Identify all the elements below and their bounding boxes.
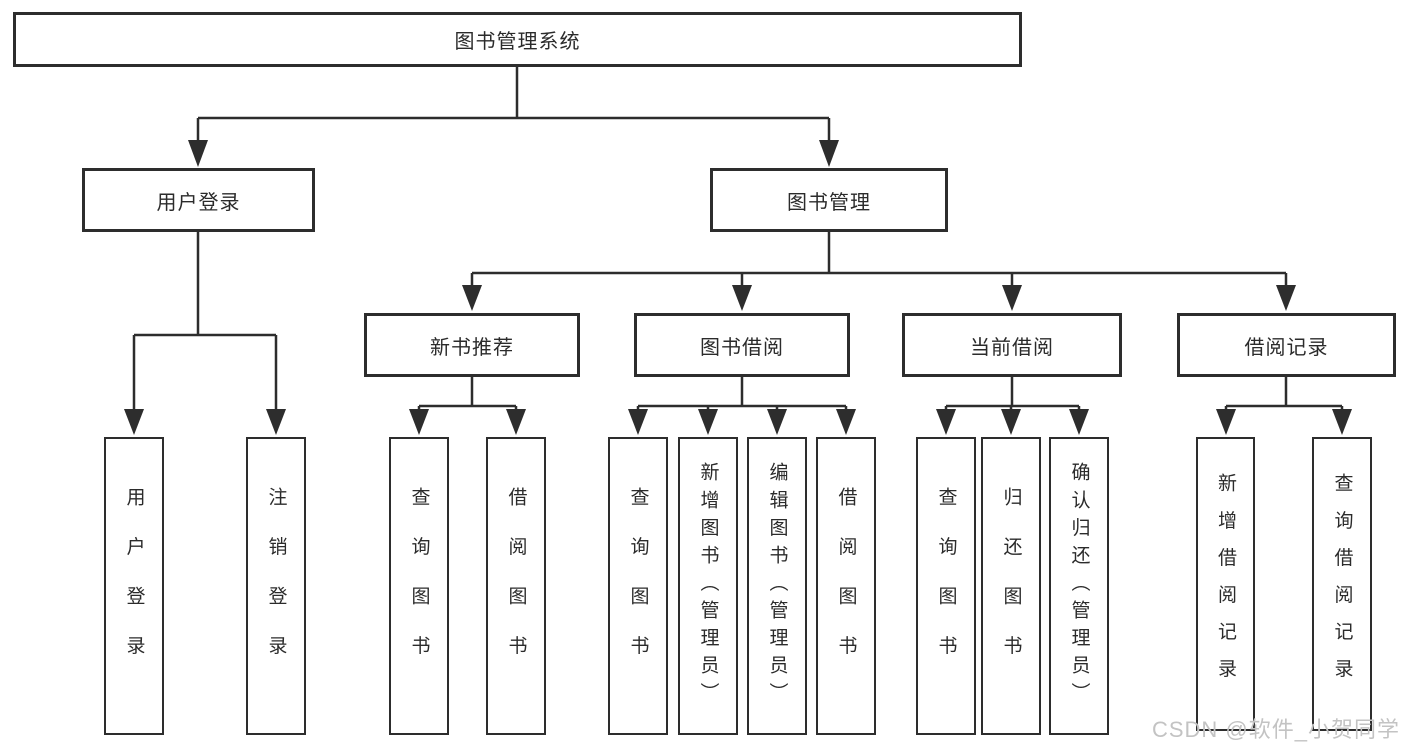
leaf-return-books: 归还图书 — [981, 437, 1041, 735]
leaf-add-borrow-record: 新增借阅记录 — [1196, 437, 1255, 731]
node-borrow-records-label: 借阅记录 — [1244, 336, 1329, 359]
node-book-borrow: 图书借阅 — [634, 313, 850, 377]
connector-current-to-leaves — [944, 377, 1081, 412]
leaf-confirm-return-admin: 确认归还（管理员） — [1049, 437, 1109, 735]
leaf-user-login: 用户登录 — [104, 437, 164, 735]
leaf-borrow-books: 借阅图书 — [816, 437, 876, 735]
connector-borrow-to-leaves — [636, 377, 848, 412]
leaf-add-book-admin: 新增图书（管理员） — [678, 437, 738, 735]
node-new-book-recommend: 新书推荐 — [364, 313, 580, 377]
node-user-login-label: 用户登录 — [156, 191, 241, 214]
connector-newbooks-to-leaves — [417, 377, 518, 412]
leaf-query-books-recommend: 查询图书 — [389, 437, 449, 735]
leaf-edit-book-admin: 编辑图书（管理员） — [747, 437, 807, 735]
node-current-borrow-label: 当前借阅 — [970, 336, 1054, 359]
node-root: 图书管理系统 — [13, 12, 1022, 67]
node-borrow-records: 借阅记录 — [1177, 313, 1396, 377]
leaf-borrow-books-recommend: 借阅图书 — [486, 437, 546, 735]
node-user-login: 用户登录 — [82, 168, 315, 232]
connector-records-to-leaves — [1224, 377, 1344, 412]
connector-userlogin-to-leaves — [132, 232, 278, 412]
node-new-book-recommend-label: 新书推荐 — [430, 336, 514, 359]
leaf-logout: 注销登录 — [246, 437, 306, 735]
node-book-borrow-label: 图书借阅 — [700, 336, 784, 359]
node-current-borrow: 当前借阅 — [902, 313, 1122, 377]
leaf-query-books-borrow: 查询图书 — [608, 437, 668, 735]
leaf-query-books-current: 查询图书 — [916, 437, 976, 735]
connector-bookmgmt-to-level3 — [470, 232, 1288, 288]
leaf-query-borrow-record: 查询借阅记录 — [1312, 437, 1372, 731]
node-book-management: 图书管理 — [710, 168, 948, 232]
node-book-management-label: 图书管理 — [787, 191, 871, 214]
watermark: CSDN @软件_小贺同学 — [1151, 717, 1400, 742]
connector-root-to-level2 — [196, 67, 831, 142]
node-root-label: 图书管理系统 — [454, 31, 581, 53]
